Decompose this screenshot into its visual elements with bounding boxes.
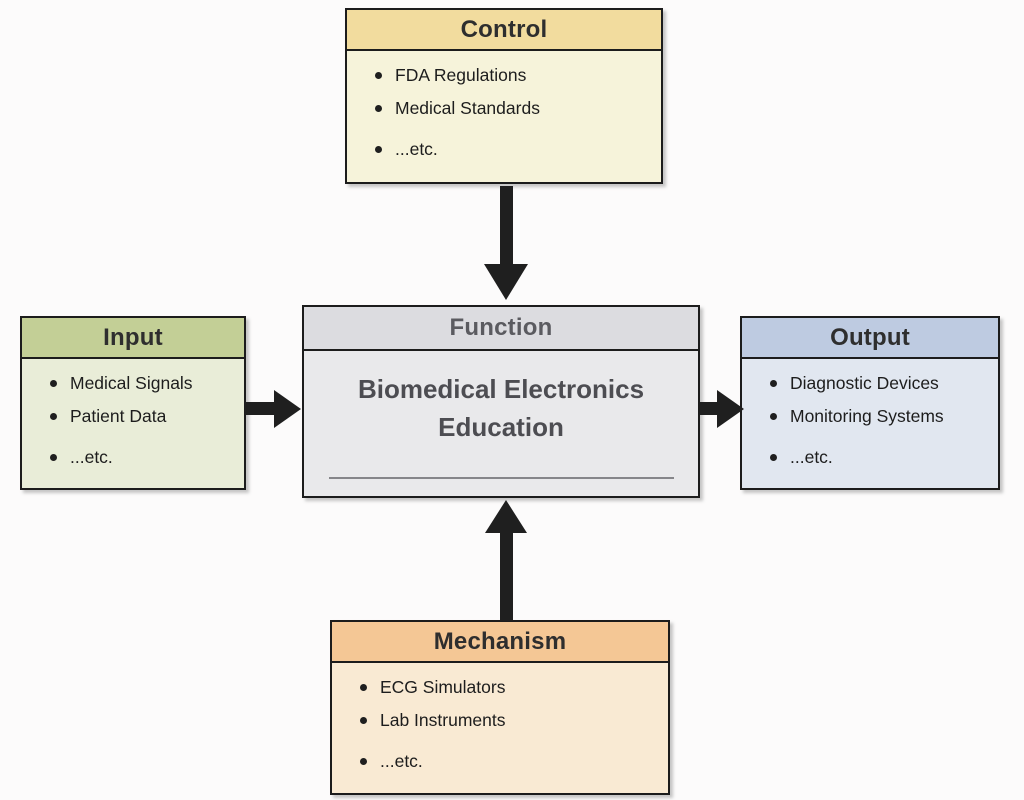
- input-box-header: Input: [22, 318, 244, 359]
- arrow-shaft: [500, 186, 513, 266]
- arrow-shaft: [245, 402, 275, 415]
- list-item-label: FDA Regulations: [395, 65, 527, 85]
- list-item: ...etc.: [742, 441, 998, 474]
- list-item-label: Lab Instruments: [380, 710, 506, 730]
- list-item: FDA Regulations: [347, 59, 661, 92]
- list-item: Medical Signals: [22, 367, 244, 400]
- input-box-body: Medical Signals Patient Data ...etc.: [22, 359, 244, 488]
- list-item-label: Medical Signals: [70, 373, 193, 393]
- divider-line: [329, 477, 674, 479]
- list-item: ...etc.: [347, 133, 661, 166]
- function-box-header: Function: [304, 307, 698, 351]
- input-box: Input Medical Signals Patient Data ...et…: [20, 316, 246, 490]
- control-box: Control FDA Regulations Medical Standard…: [345, 8, 663, 184]
- bullet-icon: [360, 684, 367, 691]
- list-item-label: ...etc.: [790, 447, 833, 467]
- control-box-title: Control: [460, 15, 548, 43]
- arrow-shaft: [700, 402, 719, 415]
- mechanism-box-title: Mechanism: [433, 627, 567, 655]
- arrow-down-icon: [484, 264, 528, 300]
- arrow-right-icon: [717, 390, 744, 428]
- bullet-icon: [375, 105, 382, 112]
- control-box-body: FDA Regulations Medical Standards ...etc…: [347, 51, 661, 182]
- output-box-title: Output: [830, 323, 910, 351]
- input-box-title: Input: [103, 323, 163, 351]
- bullet-icon: [770, 380, 777, 387]
- mechanism-box: Mechanism ECG Simulators Lab Instruments…: [330, 620, 670, 795]
- output-box: Output Diagnostic Devices Monitoring Sys…: [740, 316, 1000, 490]
- list-item: ...etc.: [22, 441, 244, 474]
- list-item-label: ...etc.: [70, 447, 113, 467]
- list-item: Monitoring Systems: [742, 400, 998, 433]
- bullet-icon: [375, 146, 382, 153]
- bullet-icon: [375, 72, 382, 79]
- bullet-icon: [50, 454, 57, 461]
- list-item-label: ...etc.: [395, 139, 438, 159]
- arrow-right-icon: [274, 390, 301, 428]
- list-item: Lab Instruments: [332, 704, 668, 737]
- list-item: Diagnostic Devices: [742, 367, 998, 400]
- list-item-label: Diagnostic Devices: [790, 373, 939, 393]
- list-item: Patient Data: [22, 400, 244, 433]
- arrow-up-icon: [485, 500, 527, 533]
- function-box-body: Biomedical Electronics Education: [304, 351, 698, 496]
- bullet-icon: [50, 413, 57, 420]
- bullet-icon: [360, 717, 367, 724]
- output-box-header: Output: [742, 318, 998, 359]
- mechanism-box-header: Mechanism: [332, 622, 668, 663]
- list-item: ECG Simulators: [332, 671, 668, 704]
- bullet-icon: [360, 758, 367, 765]
- bullet-icon: [770, 413, 777, 420]
- list-item: ...etc.: [332, 745, 668, 778]
- list-item-label: ...etc.: [380, 751, 423, 771]
- list-item-label: Medical Standards: [395, 98, 540, 118]
- list-item: Medical Standards: [347, 92, 661, 125]
- output-box-body: Diagnostic Devices Monitoring Systems ..…: [742, 359, 998, 488]
- function-box: Function Biomedical Electronics Educatio…: [302, 305, 700, 498]
- mechanism-box-body: ECG Simulators Lab Instruments ...etc.: [332, 663, 668, 793]
- bullet-icon: [770, 454, 777, 461]
- arrow-shaft: [500, 531, 513, 621]
- control-box-header: Control: [347, 10, 661, 51]
- function-label: Biomedical Electronics Education: [357, 373, 645, 442]
- bullet-icon: [50, 380, 57, 387]
- list-item-label: ECG Simulators: [380, 677, 506, 697]
- function-box-title: Function: [449, 314, 553, 341]
- list-item-label: Monitoring Systems: [790, 406, 944, 426]
- list-item-label: Patient Data: [70, 406, 167, 426]
